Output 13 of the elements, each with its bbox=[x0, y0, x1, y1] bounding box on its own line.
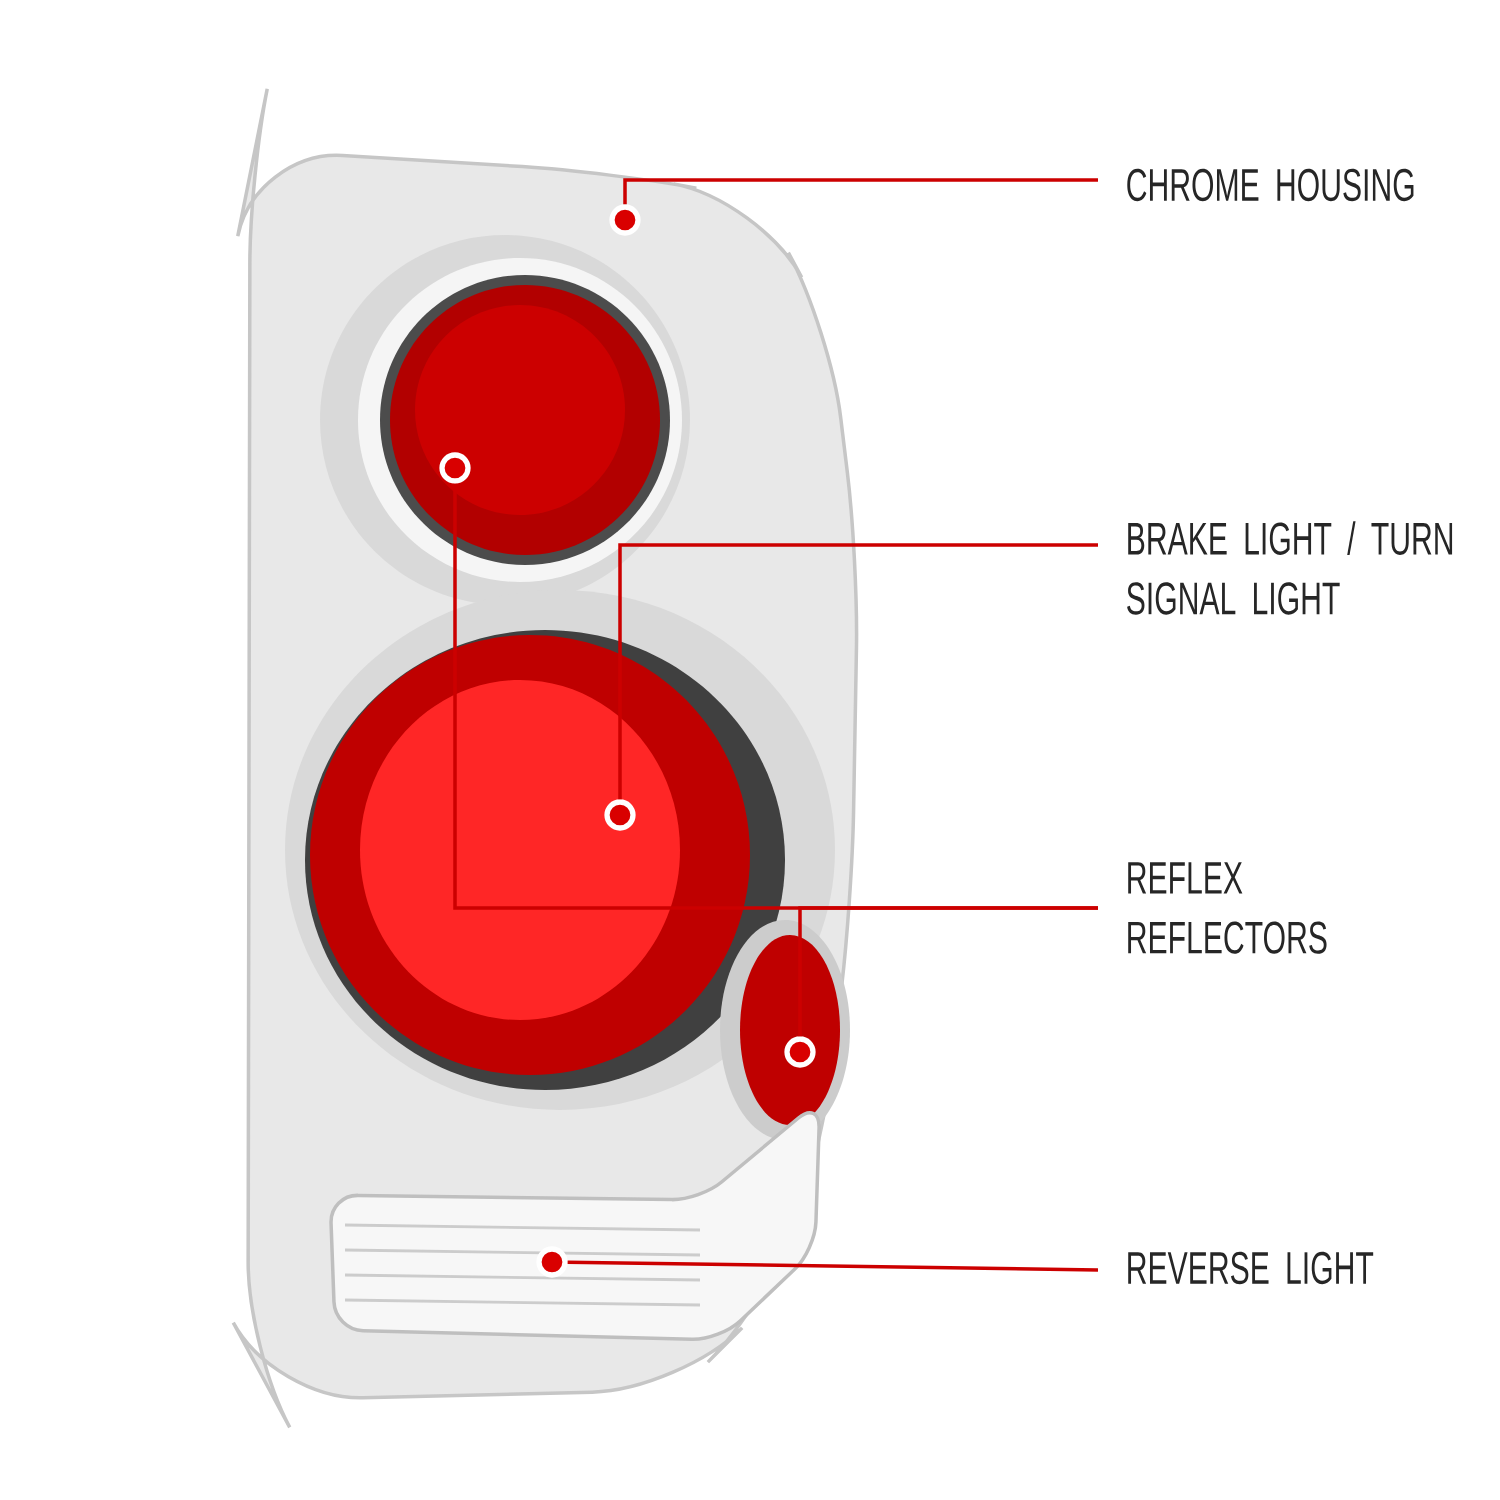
callout-dot bbox=[536, 1246, 568, 1278]
callout-label: BRAKE LIGHT / TURN SIGNAL LIGHT bbox=[1127, 521, 1453, 615]
leader-line bbox=[567, 1260, 1099, 1272]
leader-line bbox=[798, 906, 1098, 1037]
leader-line bbox=[618, 543, 1098, 800]
callout-label: CHROME HOUSING bbox=[1127, 168, 1414, 202]
callout-label: REFLEX REFLECTORS bbox=[1128, 862, 1327, 954]
callout-dot bbox=[784, 1036, 816, 1068]
callout-dot bbox=[604, 799, 636, 831]
callout-dot bbox=[609, 204, 641, 236]
callout-dot bbox=[439, 452, 471, 484]
callout-label: REVERSE LIGHT bbox=[1128, 1251, 1374, 1285]
leader-line bbox=[623, 178, 1098, 205]
